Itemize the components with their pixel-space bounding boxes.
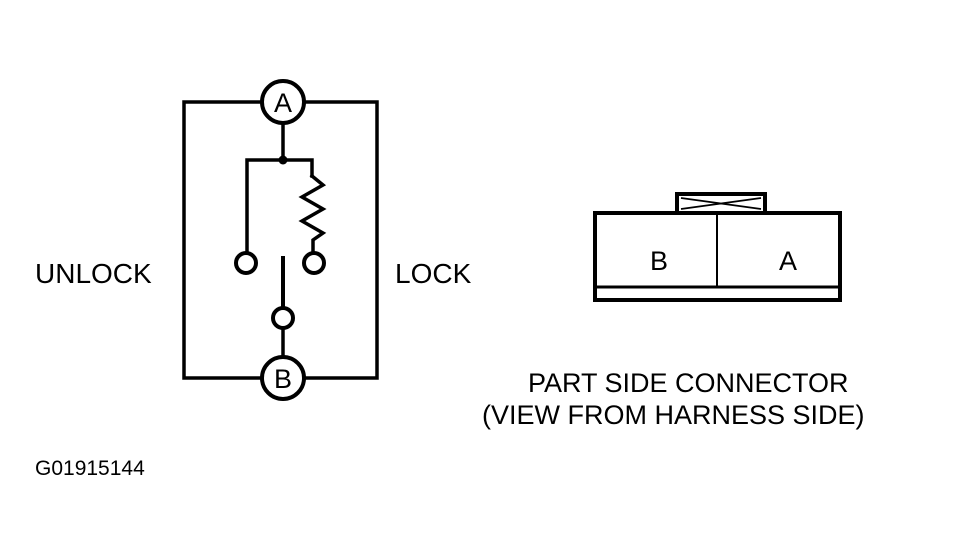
lock-label: LOCK [395,258,472,289]
terminal-a: A [260,79,306,125]
terminal-b-label: B [274,364,292,394]
outer-wire-loop [182,100,379,380]
cavity-a-label: A [779,246,797,276]
cavity-b-label: B [650,246,668,276]
switch-schematic: A B UNLOCK LOCK [35,79,472,401]
lock-tab-cross [680,197,762,210]
connector-caption-line1: PART SIDE CONNECTOR [528,368,849,398]
connector-caption-line2: (VIEW FROM HARNESS SIDE) [482,400,865,430]
common-contact [271,306,295,330]
unlock-contact [234,251,258,275]
connector-drawing: B A PART SIDE CONNECTOR (VIEW FROM HARNE… [482,192,865,430]
lock-contact [302,251,326,275]
terminal-a-label: A [274,88,292,118]
internal-wire [245,121,314,252]
unlock-label: UNLOCK [35,258,152,289]
resistor-icon [298,173,327,252]
terminal-b: B [260,355,306,401]
figure-id: G01915144 [35,457,145,480]
junction-dot [278,155,288,165]
